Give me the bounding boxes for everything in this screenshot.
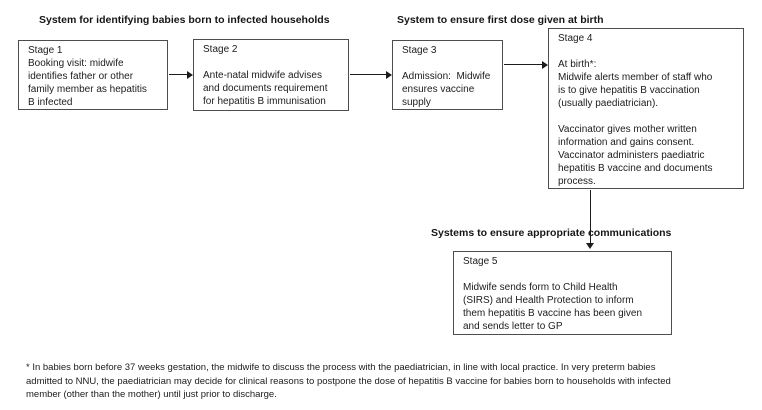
stage-4-title: Stage 4 [558, 33, 593, 44]
stage-5-box: Stage 5 Midwife sends form to Child Heal… [453, 251, 672, 335]
section-heading-identifying: System for identifying babies born to in… [39, 14, 330, 26]
stage-2-title: Stage 2 [203, 44, 238, 55]
stage-2-box: Stage 2 Ante-natal midwife advises and d… [193, 39, 349, 111]
arrow-line [350, 74, 386, 75]
section-heading-first-dose: System to ensure first dose given at bir… [397, 14, 604, 26]
stage-1-body: Booking visit: midwife identifies father… [28, 58, 147, 108]
arrow-line [169, 74, 187, 75]
arrow-head-right-icon [187, 71, 193, 79]
footnote-preterm-babies: * In babies born before 37 weeks gestati… [26, 362, 671, 400]
stage-3-title: Stage 3 [402, 45, 437, 56]
section-heading-communications: Systems to ensure appropriate communicat… [431, 227, 672, 239]
stage-2-body: Ante-natal midwife advises and documents… [203, 70, 328, 107]
arrow-head-down-icon [586, 243, 594, 249]
stage-3-body: Admission: Midwife ensures vaccine suppl… [402, 71, 491, 108]
stage-1-box: Stage 1 Booking visit: midwife identifie… [18, 40, 168, 110]
stage-5-title: Stage 5 [463, 256, 498, 267]
stage-4-body: At birth*: Midwife alerts member of staf… [558, 59, 713, 187]
stage-3-box: Stage 3 Admission: Midwife ensures vacci… [392, 40, 503, 110]
arrow-line [590, 190, 591, 243]
stage-4-box: Stage 4 At birth*: Midwife alerts member… [548, 28, 744, 189]
stage-1-title: Stage 1 [28, 45, 63, 56]
arrow-line [504, 64, 542, 65]
arrow-head-right-icon [542, 61, 548, 69]
arrow-head-right-icon [386, 71, 392, 79]
stage-5-body: Midwife sends form to Child Health (SIRS… [463, 282, 642, 332]
